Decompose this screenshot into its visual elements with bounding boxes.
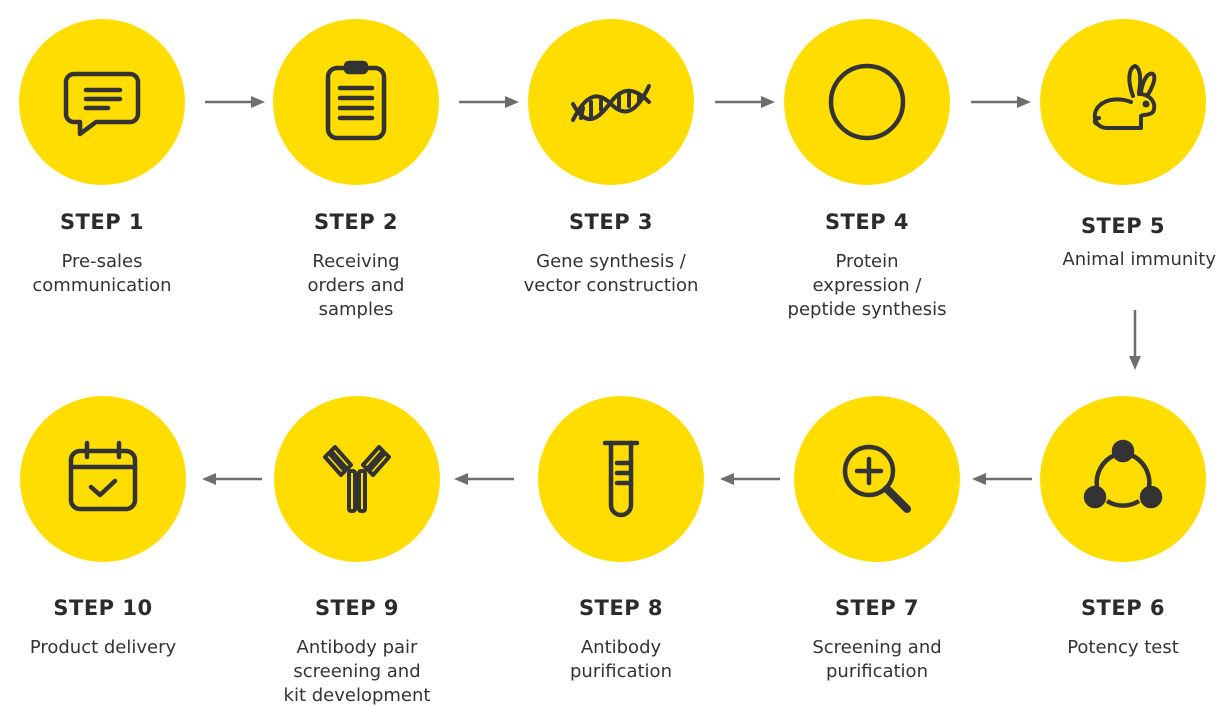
arrow-3-to-4 xyxy=(715,96,775,108)
step-8-desc-line-2: purification xyxy=(570,661,672,682)
arrow-9-to-10 xyxy=(202,473,262,485)
step-3-circle xyxy=(528,19,694,185)
arrow-6-to-7 xyxy=(972,473,1032,485)
clipboard-icon xyxy=(325,60,387,141)
step-1-desc-line-2: communication xyxy=(32,275,172,296)
step-4-circle xyxy=(784,19,950,185)
step-10-desc-line-1: Product delivery xyxy=(29,637,177,658)
calendar-check-icon xyxy=(68,440,138,512)
arrow-8-to-9 xyxy=(454,473,514,485)
step-4-title: STEP 4 xyxy=(824,210,910,234)
step-2-circle xyxy=(273,19,439,185)
step-5-description: Animal immunity xyxy=(1016,248,1216,272)
step-2-desc-line-1: Receiving xyxy=(312,251,400,272)
step-7-desc-line-2: purification xyxy=(826,661,928,682)
step-3-desc-line-2: vector construction xyxy=(523,275,699,296)
step-9-description: Antibody pair screening and kit developm… xyxy=(242,636,472,708)
step-4-desc-line-1: Protein xyxy=(835,251,899,272)
step-8-circle xyxy=(538,396,704,562)
step-6-circle xyxy=(1040,396,1206,562)
step-10-title: STEP 10 xyxy=(53,596,153,620)
step-2-description: Receiving orders and samples xyxy=(241,250,471,322)
circle-icon xyxy=(828,63,906,141)
step-9-desc-line-1: Antibody pair xyxy=(296,637,418,658)
arrow-7-to-8 xyxy=(720,473,780,485)
step-6-desc-line-1: Potency test xyxy=(1067,637,1179,658)
step-7-description: Screening and purification xyxy=(762,636,992,684)
step-1-description: Pre-sales communication xyxy=(0,250,217,298)
step-5-title: STEP 5 xyxy=(1080,214,1166,238)
step-1-title: STEP 1 xyxy=(59,210,145,234)
step-5-circle xyxy=(1040,19,1206,185)
step-9-desc-line-2: screening and xyxy=(293,661,421,682)
arrow-1-to-2 xyxy=(205,96,265,108)
step-3-title: STEP 3 xyxy=(568,210,654,234)
step-4-desc-line-3: peptide synthesis xyxy=(787,299,947,320)
step-8-desc-line-1: Antibody xyxy=(580,637,662,658)
step-9-desc-line-3: kit development xyxy=(283,685,431,706)
step-8-title: STEP 8 xyxy=(578,596,664,620)
step-1-circle xyxy=(19,19,185,185)
step-7-circle xyxy=(794,396,960,562)
rabbit-icon xyxy=(1092,64,1157,130)
step-4-desc-line-2: expression / xyxy=(812,275,922,296)
dna-icon xyxy=(571,84,651,122)
step-6-title: STEP 6 xyxy=(1080,596,1166,620)
magnifier-plus-icon xyxy=(842,444,911,513)
step-3-description: Gene synthesis / vector construction xyxy=(496,250,726,298)
step-4-description: Protein expression / peptide synthesis xyxy=(752,250,982,322)
step-10-description: Product delivery xyxy=(0,636,218,660)
step-3-desc-line-1: Gene synthesis / xyxy=(536,251,686,272)
antibody-icon xyxy=(323,445,391,513)
step-2-desc-line-2: orders and xyxy=(307,275,405,296)
step-10-circle xyxy=(20,396,186,562)
step-1-desc-line-1: Pre-sales xyxy=(61,251,143,272)
arrow-4-to-5 xyxy=(971,96,1031,108)
step-9-title: STEP 9 xyxy=(314,596,400,620)
step-8-description: Antibody purification xyxy=(506,636,736,684)
network-icon xyxy=(1083,439,1163,509)
test-tube-icon xyxy=(602,440,640,518)
step-5-desc-line-1: Animal immunity xyxy=(1062,249,1216,270)
step-2-title: STEP 2 xyxy=(313,210,399,234)
step-2-desc-line-3: samples xyxy=(318,299,394,320)
step-7-desc-line-1: Screening and xyxy=(812,637,942,658)
chat-icon xyxy=(63,71,141,137)
step-9-circle xyxy=(274,396,440,562)
arrow-5-to-6 xyxy=(1129,310,1141,370)
arrow-2-to-3 xyxy=(459,96,519,108)
step-6-description: Potency test xyxy=(1008,636,1216,660)
step-7-title: STEP 7 xyxy=(834,596,920,620)
